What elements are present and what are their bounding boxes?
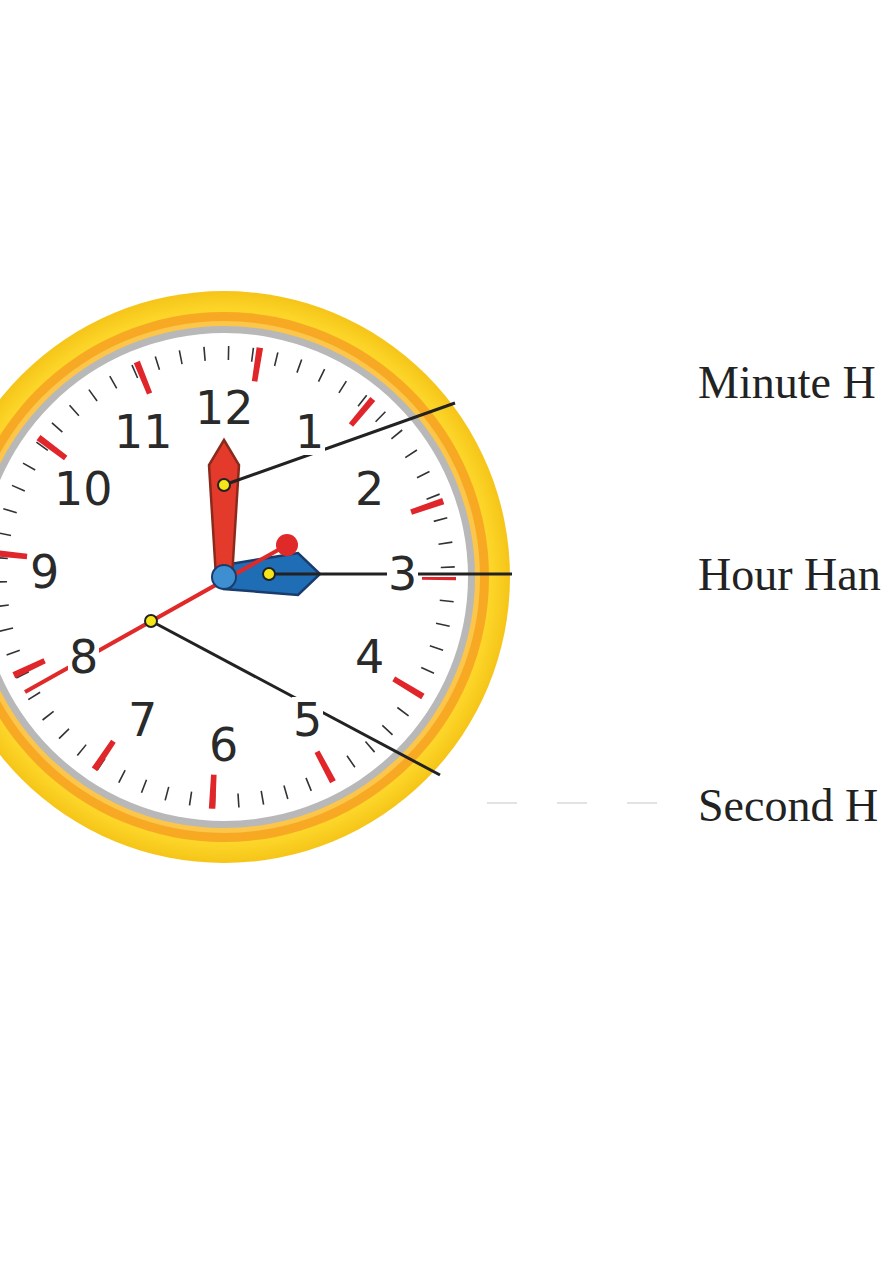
leader-line	[151, 621, 440, 775]
second-hand-tip	[276, 534, 298, 556]
faint-line	[487, 802, 690, 804]
clock-number: 10	[53, 466, 114, 512]
minute-ticks	[0, 353, 448, 801]
light-ring	[0, 321, 480, 833]
hand-label: Minute H	[698, 358, 876, 409]
minute-hand	[209, 440, 239, 577]
clock-number: 8	[68, 634, 99, 680]
clock-number: 2	[354, 466, 385, 512]
grey-ring	[0, 326, 475, 828]
second-hand	[25, 545, 287, 692]
leader-dot	[263, 568, 275, 580]
leader-dot	[145, 615, 157, 627]
clock-number: 11	[113, 409, 174, 455]
orange-ring	[0, 312, 489, 842]
clock-number: 9	[29, 549, 60, 595]
hand-label: Hour Han	[698, 550, 881, 601]
clock-number: 5	[292, 697, 323, 743]
center-pin	[212, 565, 236, 589]
clock-number: 12	[194, 385, 255, 431]
clock-number: 6	[208, 722, 239, 768]
clock-number: 1	[294, 409, 325, 455]
outer-rim	[0, 291, 510, 863]
clock-face	[0, 333, 468, 821]
clock-number: 7	[127, 697, 158, 743]
hour-ticks	[9, 362, 439, 792]
clock-number: 4	[354, 634, 385, 680]
clock-number: 3	[387, 551, 418, 597]
leader-dot	[218, 479, 230, 491]
leader-line	[224, 403, 455, 485]
hand-label: Second H	[698, 781, 878, 832]
